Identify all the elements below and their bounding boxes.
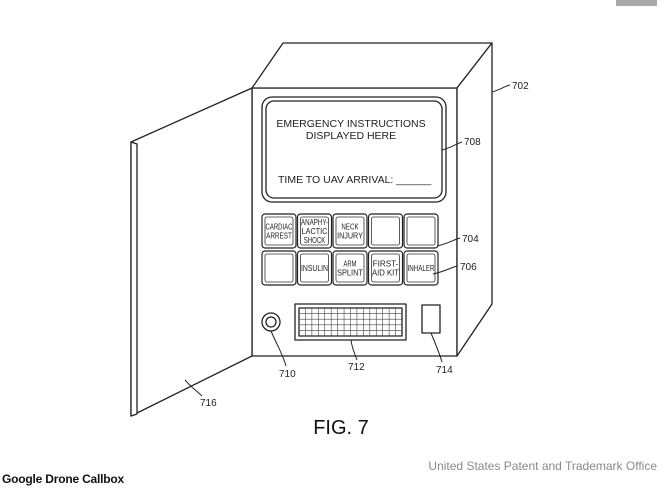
button-face: [371, 216, 400, 246]
emergency-button[interactable]: [367, 213, 404, 249]
label-710: 710: [279, 369, 296, 380]
image-credit: United States Patent and Trademark Offic…: [428, 459, 657, 473]
leader-708: [441, 141, 463, 151]
label-704: 704: [462, 234, 479, 245]
cabinet-top: [251, 42, 493, 89]
button-frame: [332, 213, 368, 249]
leader-710: [270, 330, 287, 367]
button-frame: [261, 250, 297, 286]
label-714: 714: [436, 365, 453, 376]
button-frame: [296, 250, 333, 286]
screen-line-1: EMERGENCY INSTRUCTIONS: [276, 118, 425, 130]
emergency-button[interactable]: [261, 250, 297, 286]
button-face: [335, 216, 365, 246]
button-label: LACTIC: [302, 227, 328, 236]
button-face: [406, 216, 436, 246]
button-label: FIRST-: [373, 260, 399, 269]
figure-label: FIG. 7: [313, 417, 369, 439]
button-label: ARM: [344, 260, 357, 269]
speaker-inner: [265, 316, 277, 328]
emergency-button[interactable]: INHALER: [403, 250, 439, 286]
button-label: ARREST: [266, 232, 292, 241]
leader-706: [432, 265, 458, 275]
button-label: INJURY: [337, 232, 363, 241]
patent-figure: CARDIACARRESTANAPHY-LACTICSHOCKNECKINJUR…: [130, 42, 529, 439]
button-frame: [261, 213, 297, 249]
button-frame: [296, 213, 333, 249]
button-face: [335, 253, 365, 283]
button-label: INHALER: [408, 264, 435, 273]
button-frame: [403, 250, 439, 286]
button-face: [406, 253, 436, 283]
corner-block: [616, 0, 657, 6]
image-caption: Google Drone Callbox: [2, 472, 125, 486]
cabinet-side: [456, 42, 493, 357]
button-label: SHOCK: [304, 236, 326, 245]
speaker-outer: [261, 312, 281, 332]
button-label: SPLINT: [337, 269, 363, 278]
door-panel: [130, 87, 253, 417]
button-frame: [403, 213, 439, 249]
label-708: 708: [464, 137, 481, 148]
leader-704: [436, 237, 461, 247]
card-slot: [421, 304, 441, 334]
button-face: [300, 253, 329, 283]
button-label: CARDIAC: [266, 223, 293, 232]
emergency-button[interactable]: FIRST-AID KIT: [367, 250, 404, 286]
door-edge: [130, 141, 138, 417]
leader-702: [491, 84, 511, 93]
label-716: 716: [200, 398, 217, 409]
screen-line-2: DISPLAYED HERE: [306, 130, 396, 142]
button-label: AID KIT: [372, 269, 399, 278]
button-face: [371, 253, 400, 283]
button-face: [264, 216, 294, 246]
emergency-button[interactable]: INSULIN: [296, 250, 333, 286]
button-label: NECK: [341, 223, 359, 232]
emergency-button[interactable]: [403, 213, 439, 249]
label-702: 702: [512, 81, 529, 92]
label-712: 712: [348, 362, 365, 373]
button-label: INSULIN: [301, 264, 328, 273]
leader-716: [184, 379, 203, 397]
button-frame: [367, 250, 404, 286]
leader-712: [350, 339, 358, 361]
button-frame: [367, 213, 404, 249]
leader-714: [430, 332, 443, 363]
label-706: 706: [460, 262, 477, 273]
button-face: [264, 253, 294, 283]
button-frame: [332, 250, 368, 286]
button-face: [300, 216, 329, 246]
screen-arrival: TIME TO UAV ARRIVAL: ______: [278, 174, 431, 186]
button-label: ANAPHY-: [301, 218, 328, 227]
